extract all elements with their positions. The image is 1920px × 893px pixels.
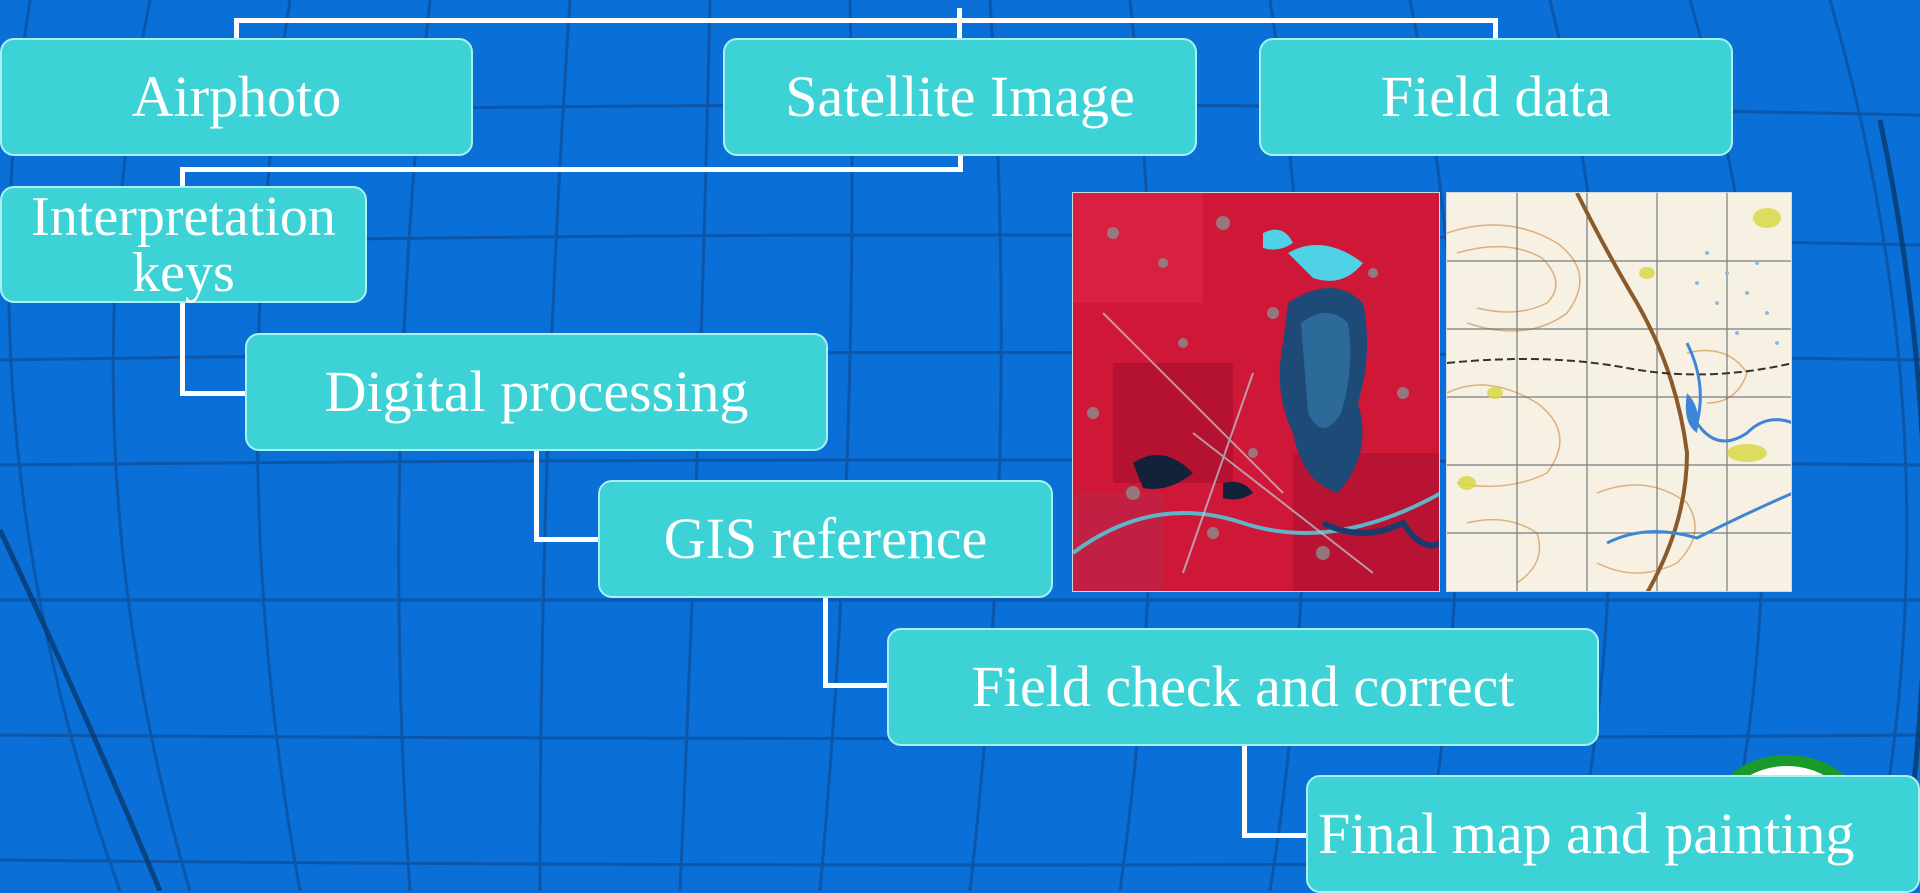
node-airphoto: Airphoto [0, 38, 473, 156]
connector-satellite-down [958, 154, 963, 172]
false-color-satellite-image [1073, 193, 1439, 591]
node-gis-reference: GIS reference [598, 480, 1053, 598]
satellite-image-panel [1072, 192, 1440, 592]
connector-to-interpretation [180, 167, 185, 187]
node-field-check: Field check and correct [887, 628, 1599, 746]
connector-mid-bar [180, 167, 963, 172]
node-digital-processing: Digital processing [245, 333, 828, 451]
connector-digital-right [534, 537, 600, 542]
topographic-map [1447, 193, 1791, 591]
connector-interp-down [180, 300, 185, 396]
connector-top-stem [957, 8, 962, 40]
connector-digital-down [534, 449, 539, 542]
connector-gis-down [823, 597, 828, 688]
connector-field-right [1242, 833, 1308, 838]
topographic-map-panel [1446, 192, 1792, 592]
connector-to-airphoto [234, 18, 239, 40]
node-final-map: Final map and painting [1306, 775, 1920, 893]
connector-gis-right [823, 683, 889, 688]
node-interpretation-keys: Interpretation keys [0, 186, 367, 303]
connector-field-down [1242, 745, 1247, 838]
connector-to-field-data [1493, 18, 1498, 40]
node-satellite-image: Satellite Image [723, 38, 1197, 156]
connector-interp-right [180, 391, 246, 396]
connector-top-bar [234, 18, 1498, 23]
node-field-data: Field data [1259, 38, 1733, 156]
